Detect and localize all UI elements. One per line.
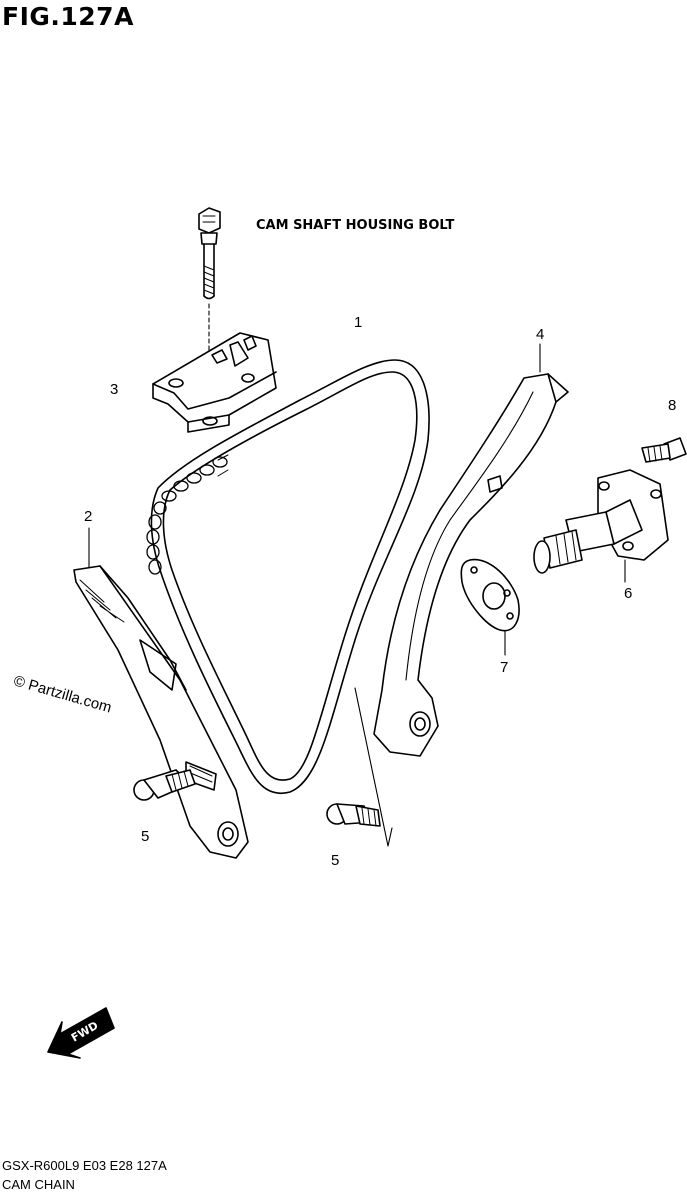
section-name: CAM CHAIN [2,1177,75,1192]
part-8-bolt[interactable] [641,437,687,463]
part-number-1[interactable]: 1 [354,314,363,331]
part-number-5-right[interactable]: 5 [331,852,340,869]
part-number-5-left[interactable]: 5 [141,828,150,845]
part-2-tensioner-guide[interactable] [73,527,249,859]
part-1-cam-chain[interactable] [146,359,430,795]
part-5-bolt-left[interactable] [133,769,196,801]
figure-title: FIG.127A [2,2,134,31]
part-number-2[interactable]: 2 [84,508,93,525]
part-number-6[interactable]: 6 [624,585,633,602]
part-3-top-chain-guide[interactable] [152,332,277,433]
cam-shaft-housing-bolt-callout: CAM SHAFT HOUSING BOLT [256,218,455,233]
model-code: GSX-R600L9 E03 E28 127A [2,1158,167,1173]
part-4-chain-guide[interactable] [354,343,569,847]
part-number-8[interactable]: 8 [668,397,677,414]
part-6-chain-tensioner[interactable] [533,469,669,583]
part-5-bolt-right[interactable] [326,803,381,827]
part-number-3[interactable]: 3 [110,381,119,398]
part-number-7[interactable]: 7 [500,659,509,676]
part-number-4[interactable]: 4 [536,326,545,343]
cam-shaft-housing-bolt[interactable] [198,207,221,381]
part-7-gasket[interactable] [460,558,520,656]
fwd-direction-arrow [47,1007,115,1059]
